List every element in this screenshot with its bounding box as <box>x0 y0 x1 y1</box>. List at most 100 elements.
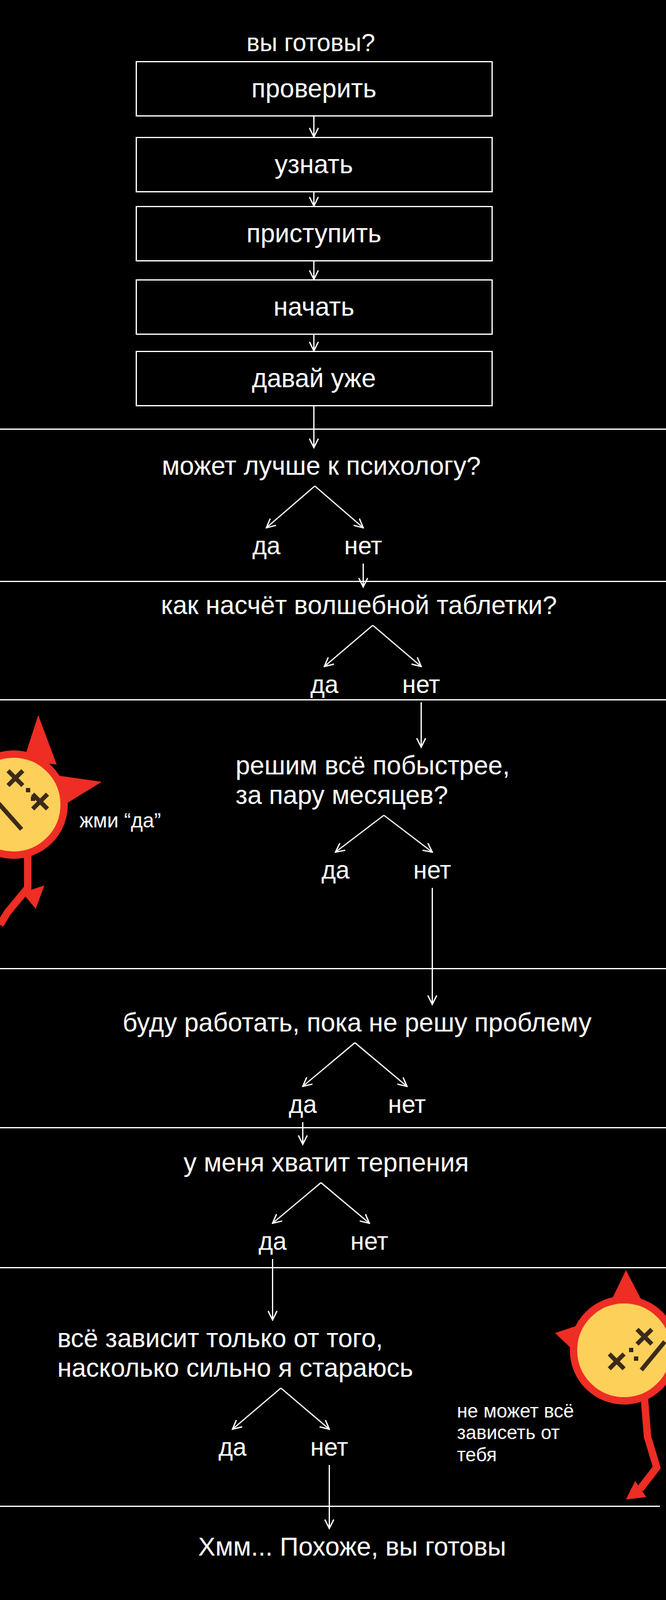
flow-arrow <box>431 888 433 1005</box>
devil-eye <box>609 1354 625 1369</box>
section-divider <box>0 1505 660 1508</box>
flow-arrow <box>420 702 422 748</box>
flow-arrow <box>314 485 363 528</box>
devil-eye <box>32 794 48 810</box>
flow-arrow <box>372 625 421 667</box>
devil-face <box>573 1299 666 1402</box>
section-divider <box>0 968 666 970</box>
node-text: всё зависит только от того, насколько си… <box>57 1323 414 1383</box>
flow-arrow <box>302 1122 304 1145</box>
node-text: как насчёт волшебной таблетки? <box>160 590 557 620</box>
devil-mouth <box>629 1348 634 1353</box>
devil-eye <box>8 770 23 786</box>
flow-arrow <box>272 1182 321 1224</box>
flow-arrow <box>232 1388 281 1430</box>
title-text: вы готовы? <box>246 28 376 57</box>
question-text: буду работать, пока не решу проблему <box>122 1008 592 1038</box>
answer-option: да <box>218 1433 247 1462</box>
flow-arrow <box>313 192 315 206</box>
node-text: нет <box>350 1227 388 1255</box>
devil-mouth <box>633 1356 639 1361</box>
devil-tail-tip <box>22 885 45 909</box>
devil-eye <box>637 1329 652 1345</box>
process-box: приступить <box>135 205 493 262</box>
flow-arrow <box>328 1465 330 1529</box>
node-text: да <box>258 1227 287 1255</box>
process-box: давай уже <box>135 350 493 407</box>
question-text: как насчёт волшебной таблетки? <box>160 590 557 621</box>
answer-option: да <box>288 1090 317 1119</box>
devil-tail <box>0 854 28 925</box>
callout-note: не может всё зависеть от тебя <box>455 1400 596 1467</box>
flow-arrow <box>320 1182 369 1224</box>
box-label: начать <box>273 292 354 322</box>
node-text: нет <box>310 1433 348 1461</box>
question-text: всё зависит только от того, насколько си… <box>57 1323 457 1384</box>
flow-arrow <box>313 261 315 280</box>
answer-option: нет <box>402 670 440 699</box>
node-text: нет <box>344 532 382 560</box>
devil-eye <box>32 794 48 810</box>
flow-arrow <box>313 406 315 448</box>
flow-arrow <box>313 334 315 351</box>
answer-option: нет <box>350 1227 388 1256</box>
section-divider <box>0 1267 666 1269</box>
question-text: решим всё побыстрее, за пару месяцев? <box>235 751 523 811</box>
node-text: да <box>310 670 339 699</box>
answer-option: нет <box>387 1090 426 1119</box>
node-text: решим всё побыстрее, за пару месяцев? <box>235 751 510 810</box>
box-label: приступить <box>246 218 382 249</box>
node-text: да <box>218 1433 247 1461</box>
question-text: у меня хватит терпения <box>183 1148 469 1178</box>
node-text: Хмм... Похоже, вы готовы <box>197 1532 506 1562</box>
answer-option: нет <box>344 531 382 560</box>
flow-arrow <box>313 116 315 137</box>
devil-eye <box>609 1354 625 1369</box>
flow-arrow <box>266 485 315 528</box>
devil-tail-tip <box>625 1481 647 1500</box>
box-label: проверить <box>251 74 377 104</box>
node-text: нет <box>387 1090 426 1119</box>
answer-option: да <box>252 531 281 560</box>
devil-tail <box>640 1398 657 1490</box>
section-divider <box>0 1127 666 1129</box>
devil-mark <box>0 801 22 830</box>
section-divider <box>0 428 666 430</box>
process-box: узнать <box>135 136 493 193</box>
devil-mouth <box>25 788 31 793</box>
devil-mark <box>641 1341 665 1371</box>
section-divider <box>0 699 666 701</box>
answer-option: да <box>310 670 339 699</box>
question-text: Хмм... Похоже, вы готовы <box>197 1532 506 1563</box>
section-divider <box>0 580 666 583</box>
node-text: да <box>288 1090 317 1119</box>
devil-face <box>0 754 65 856</box>
node-text: нет <box>413 856 451 884</box>
flow-arrow <box>383 815 432 853</box>
node-text: да <box>321 856 350 884</box>
node-text: буду работать, пока не решу проблему <box>122 1008 592 1038</box>
process-box: начать <box>135 279 493 335</box>
node-text: может лучше к психологу? <box>161 451 481 481</box>
flow-arrow <box>280 1388 329 1430</box>
flow-arrow <box>324 625 373 667</box>
flow-arrow <box>362 563 364 588</box>
box-label: давай уже <box>251 363 376 394</box>
flow-arrow <box>335 815 384 853</box>
question-text: может лучше к психологу? <box>161 451 481 481</box>
devil-eye <box>637 1329 652 1345</box>
devil-eye <box>8 770 23 786</box>
flow-arrow <box>271 1259 274 1321</box>
callout-note: жми “да” <box>78 809 163 833</box>
answer-option: да <box>321 855 350 885</box>
node-text: у меня хватит терпения <box>183 1148 469 1178</box>
devil-mouth <box>30 796 36 802</box>
flow-arrow <box>302 1042 355 1087</box>
answer-option: нет <box>310 1433 348 1462</box>
node-text: нет <box>402 670 440 699</box>
answer-option: нет <box>413 855 451 885</box>
box-label: узнать <box>274 149 353 180</box>
node-text: да <box>252 532 281 560</box>
title: вы готовы? <box>246 28 376 57</box>
